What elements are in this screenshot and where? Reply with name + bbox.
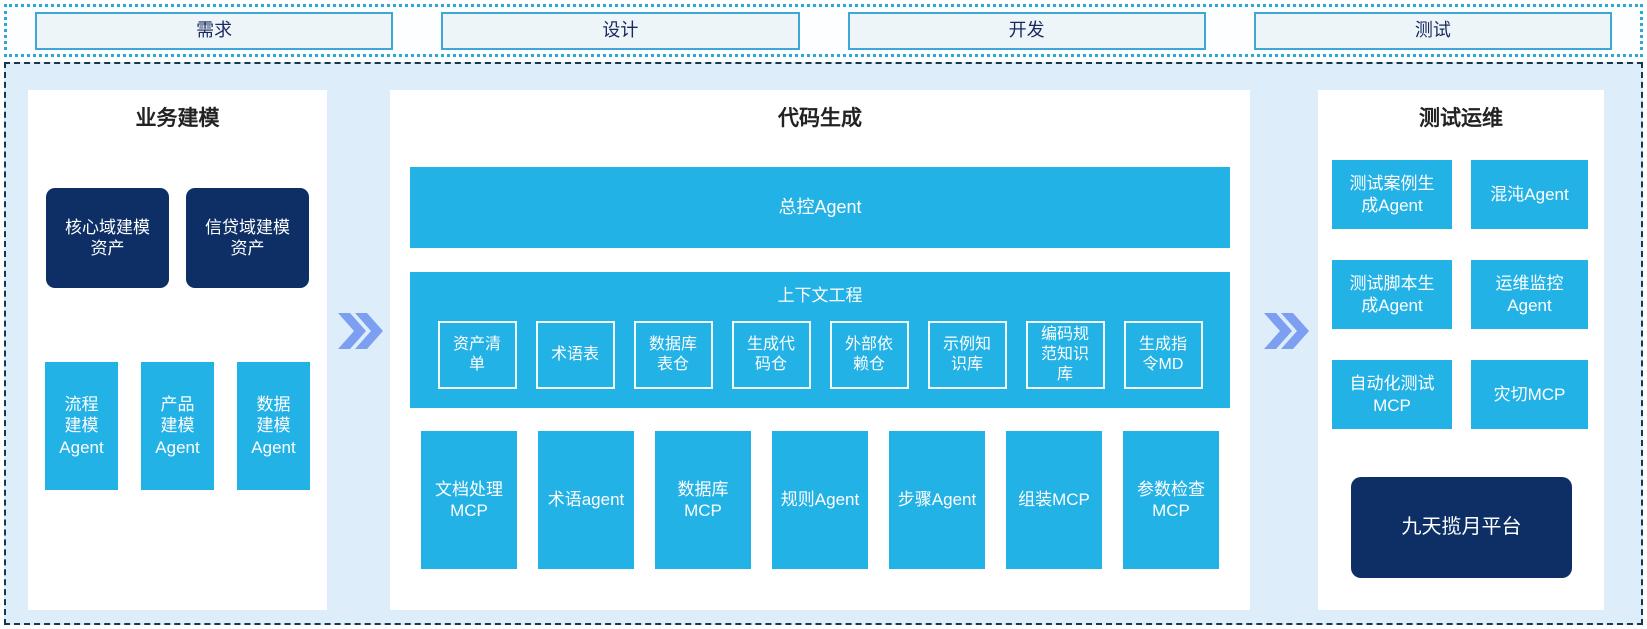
panel-code-generation: 代码生成 总控Agent 上下文工程 资产清 单 术语表 数据库 表仓 生成代 … bbox=[390, 90, 1250, 610]
testops-grid: 测试案例生 成Agent 混沌Agent 测试脚本生 成Agent 运维监控 A… bbox=[1332, 160, 1588, 429]
testops-label: 测试案例生 成Agent bbox=[1349, 174, 1435, 215]
phase-label: 开发 bbox=[1008, 20, 1045, 41]
context-item-label: 术语表 bbox=[550, 346, 599, 363]
tool-box-assembly-mcp: 组装MCP bbox=[1006, 431, 1102, 569]
asset-label: 信贷域建模 资产 bbox=[205, 217, 290, 258]
testops-box-ops-monitoring-agent: 运维监控 Agent bbox=[1471, 260, 1588, 329]
tool-label: 步骤Agent bbox=[897, 490, 977, 510]
panel-title-test-operations: 测试运维 bbox=[1419, 107, 1503, 130]
context-item-label: 编码规 范知识 库 bbox=[1040, 326, 1089, 383]
tool-box-rules-agent: 规则Agent bbox=[772, 431, 868, 569]
agent-label: 数据 建模 Agent bbox=[251, 395, 296, 457]
context-item-generation-instruction-md: 生成指 令MD bbox=[1123, 321, 1203, 389]
phase-box-development: 开发 bbox=[847, 11, 1206, 50]
context-item-external-deps-repo: 外部依 赖仓 bbox=[829, 321, 909, 389]
phase-box-design: 设计 bbox=[441, 11, 800, 50]
agent-label: 产品 建模 Agent bbox=[155, 395, 200, 457]
agent-box-data-modeling: 数据 建模 Agent bbox=[237, 362, 310, 490]
testops-box-test-script-gen-agent: 测试脚本生 成Agent bbox=[1332, 260, 1452, 329]
double-chevron-right-icon bbox=[338, 313, 383, 349]
main-canvas: 业务建模 核心域建模 资产 信贷域建模 资产 流程 建模 Agent 产品 建模… bbox=[4, 62, 1643, 625]
testops-box-test-case-gen-agent: 测试案例生 成Agent bbox=[1332, 160, 1452, 229]
context-item-label: 生成代 码仓 bbox=[746, 336, 795, 373]
tool-box-steps-agent: 步骤Agent bbox=[889, 431, 985, 569]
context-engineering-title: 上下文工程 bbox=[777, 286, 863, 305]
asset-box-credit-domain: 信贷域建模 资产 bbox=[186, 188, 309, 288]
testops-box-chaos-agent: 混沌Agent bbox=[1471, 160, 1588, 229]
panel-business-modeling: 业务建模 核心域建模 资产 信贷域建模 资产 流程 建模 Agent 产品 建模… bbox=[28, 90, 327, 610]
context-item-label: 生成指 令MD bbox=[1138, 336, 1187, 373]
panel-title-business-modeling: 业务建模 bbox=[135, 107, 220, 130]
tool-label: 数据库 MCP bbox=[677, 479, 729, 520]
context-engineering-section: 上下文工程 资产清 单 术语表 数据库 表仓 生成代 码仓 外部依 赖仓 bbox=[410, 272, 1230, 408]
platform-label: 九天揽月平台 bbox=[1401, 516, 1522, 538]
context-item-db-table-repo: 数据库 表仓 bbox=[633, 321, 713, 389]
tool-label: 规则Agent bbox=[780, 490, 860, 510]
agent-label: 流程 建模 Agent bbox=[59, 395, 104, 457]
context-item-asset-list: 资产清 单 bbox=[437, 321, 517, 389]
testops-label: 自动化测试 MCP bbox=[1349, 374, 1435, 415]
asset-box-core-domain: 核心域建模 资产 bbox=[46, 188, 169, 288]
testops-label: 灾切MCP bbox=[1493, 384, 1566, 404]
business-assets-row: 核心域建模 资产 信贷域建模 资产 bbox=[28, 188, 327, 288]
tool-box-param-check-mcp: 参数检查 MCP bbox=[1123, 431, 1219, 569]
tool-box-doc-processing-mcp: 文档处理 MCP bbox=[421, 431, 517, 569]
tool-label: 术语agent bbox=[547, 490, 625, 510]
testops-label: 混沌Agent bbox=[1490, 184, 1569, 204]
tool-label: 组装MCP bbox=[1018, 490, 1090, 510]
testops-box-disaster-switch-mcp: 灾切MCP bbox=[1471, 360, 1588, 429]
double-chevron-right-icon bbox=[1264, 313, 1309, 349]
context-item-coding-standards-kb: 编码规 范知识 库 bbox=[1025, 321, 1105, 389]
context-item-example-knowledge-base: 示例知 识库 bbox=[927, 321, 1007, 389]
tool-label: 参数检查 MCP bbox=[1137, 479, 1205, 520]
tool-box-glossary-agent: 术语agent bbox=[538, 431, 634, 569]
testops-box-automation-test-mcp: 自动化测试 MCP bbox=[1332, 360, 1452, 429]
context-item-label: 数据库 表仓 bbox=[648, 336, 697, 373]
business-agents-row: 流程 建模 Agent 产品 建模 Agent 数据 建模 Agent bbox=[28, 362, 327, 490]
master-agent-bar: 总控Agent bbox=[410, 167, 1230, 248]
context-item-glossary: 术语表 bbox=[535, 321, 615, 389]
tool-label: 文档处理 MCP bbox=[435, 479, 503, 520]
panel-test-operations: 测试运维 测试案例生 成Agent 混沌Agent 测试脚本生 成Agent 运… bbox=[1318, 90, 1604, 610]
phase-box-testing: 测试 bbox=[1253, 11, 1612, 50]
master-agent-label: 总控Agent bbox=[778, 197, 862, 218]
context-item-label: 外部依 赖仓 bbox=[844, 336, 893, 373]
context-item-generated-code-repo: 生成代 码仓 bbox=[731, 321, 811, 389]
phase-strip: 需求 设计 开发 测试 bbox=[4, 4, 1643, 57]
platform-box-jiutian-lanyue: 九天揽月平台 bbox=[1351, 477, 1572, 578]
asset-label: 核心域建模 资产 bbox=[65, 217, 150, 258]
testops-label: 测试脚本生 成Agent bbox=[1349, 274, 1435, 315]
phase-box-requirements: 需求 bbox=[35, 11, 394, 50]
phase-label: 测试 bbox=[1414, 20, 1451, 41]
context-item-label: 示例知 识库 bbox=[942, 336, 991, 373]
phase-label: 需求 bbox=[196, 20, 233, 41]
context-item-label: 资产清 单 bbox=[452, 336, 501, 373]
agent-box-product-modeling: 产品 建模 Agent bbox=[141, 362, 214, 490]
tool-box-database-mcp: 数据库 MCP bbox=[655, 431, 751, 569]
panel-title-code-generation: 代码生成 bbox=[778, 107, 862, 130]
phase-label: 设计 bbox=[602, 20, 639, 41]
testops-label: 运维监控 Agent bbox=[1495, 274, 1564, 315]
context-items-row: 资产清 单 术语表 数据库 表仓 生成代 码仓 外部依 赖仓 示例知 识库 bbox=[410, 321, 1230, 389]
agent-box-process-modeling: 流程 建模 Agent bbox=[45, 362, 118, 490]
codegen-tools-row: 文档处理 MCP 术语agent 数据库 MCP 规则Agent 步骤Agent… bbox=[410, 431, 1230, 569]
